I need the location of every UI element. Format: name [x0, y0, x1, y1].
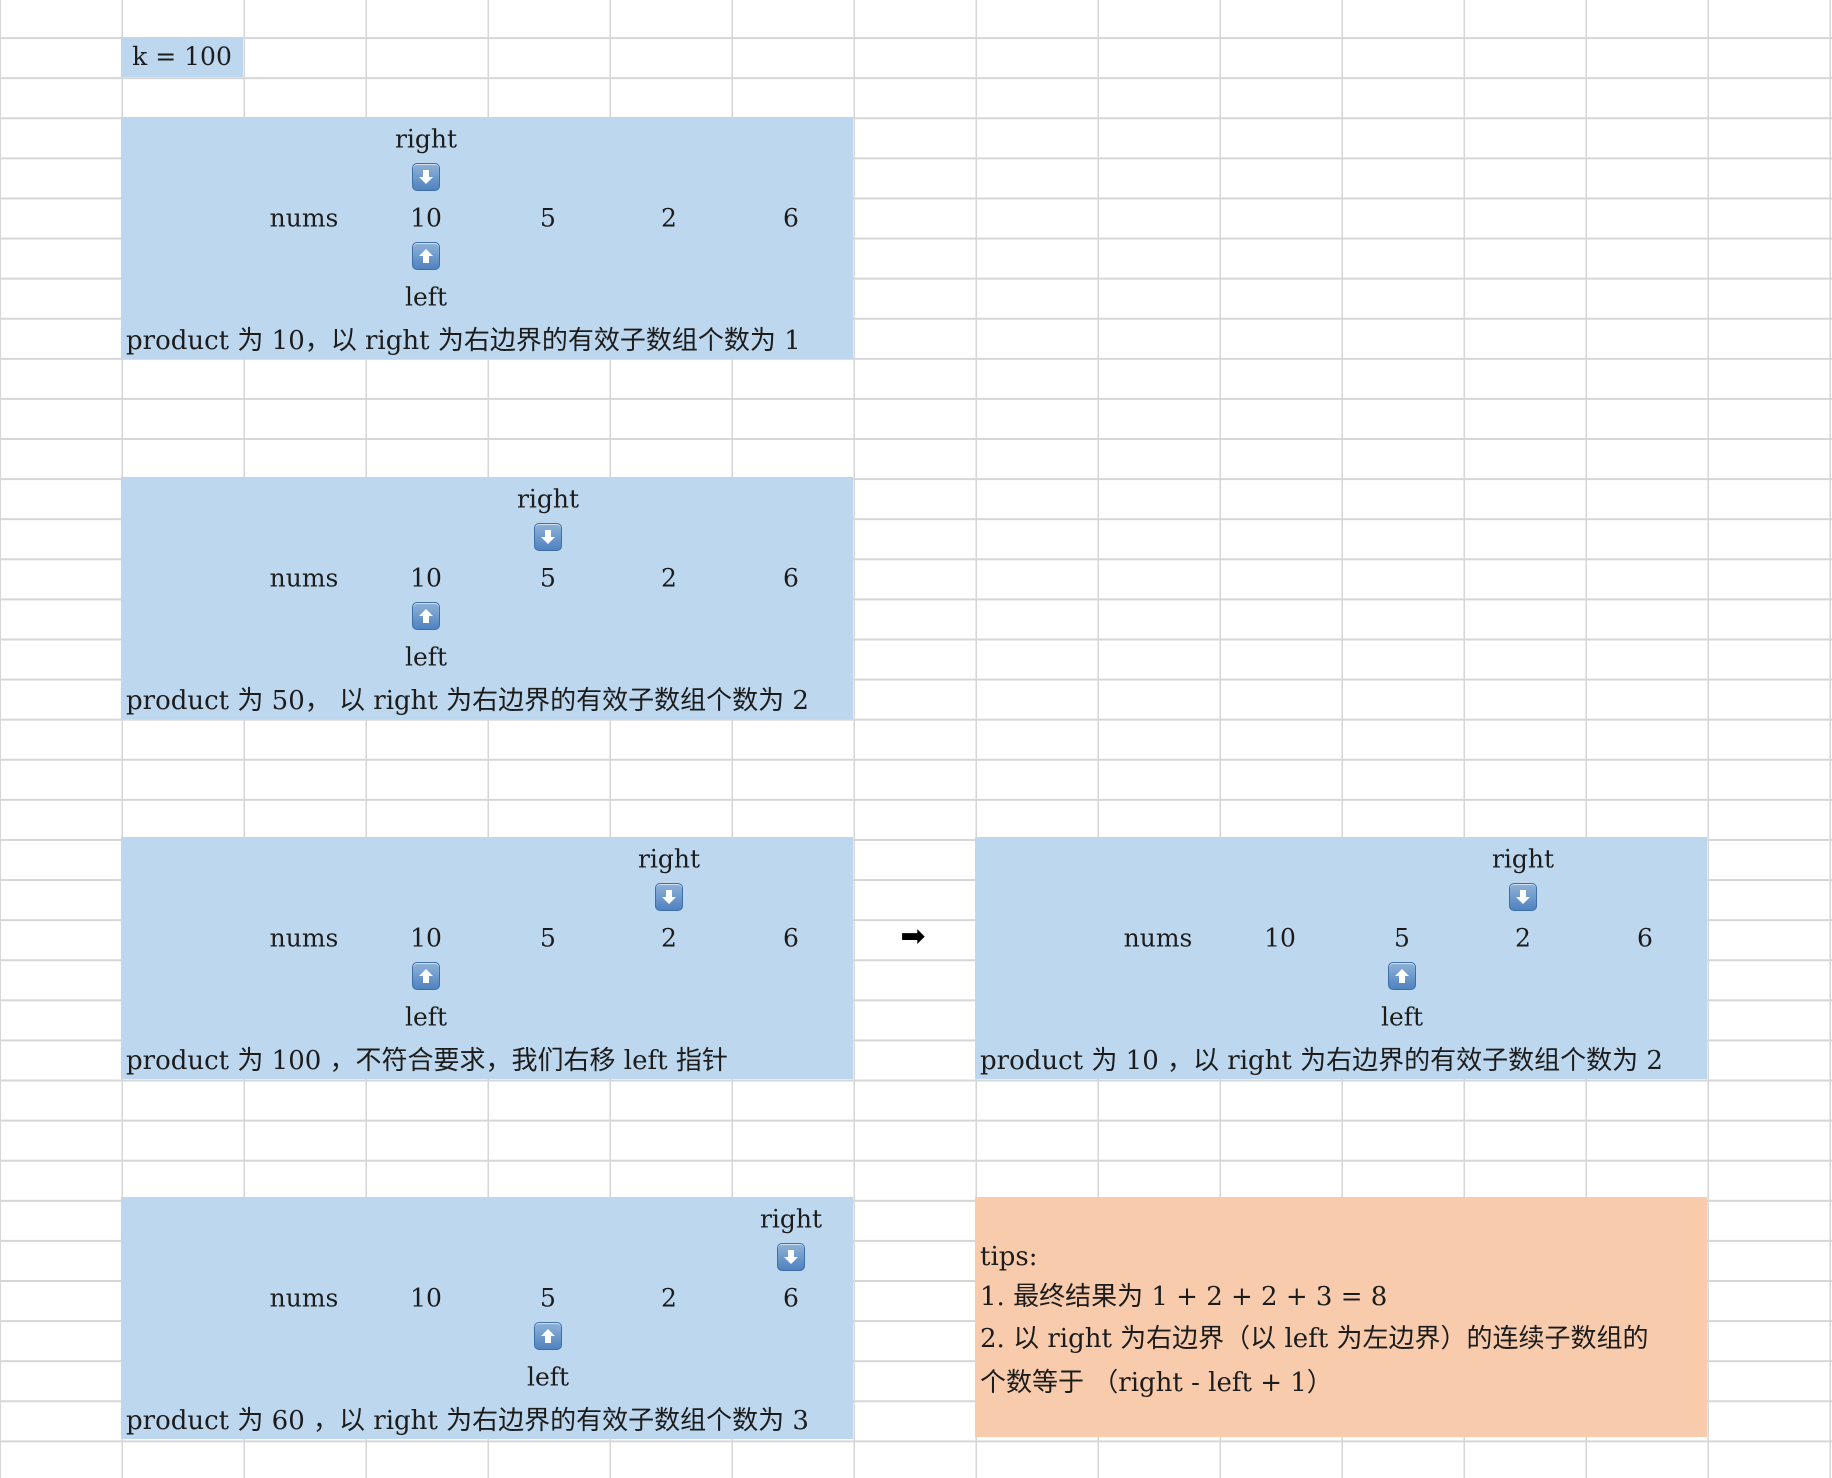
- nums-label: nums: [269, 563, 339, 593]
- nums-value: 5: [540, 1283, 556, 1313]
- down-arrow-icon: [412, 163, 440, 191]
- step-caption: product 为 50， 以 right 为右边界的有效子数组个数为 2: [126, 686, 809, 716]
- nums-value: 5: [540, 923, 556, 953]
- nums-value: 10: [1264, 923, 1296, 953]
- left-pointer-label: left: [526, 1362, 570, 1392]
- tips-line-1: 1. 最终结果为 1 + 2 + 2 + 3 = 8: [980, 1282, 1388, 1312]
- nums-label: nums: [269, 1283, 339, 1313]
- left-pointer-label: left: [404, 282, 448, 312]
- up-arrow-icon: [1388, 962, 1416, 990]
- nums-value: 6: [1637, 923, 1653, 953]
- up-arrow-icon: [412, 242, 440, 270]
- step-block-4[interactable]: right nums 10 5 2 6 left product 为 10 ，以 right …: [975, 837, 1707, 1079]
- step-caption: product 为 10，以 right 为右边界的有效子数组个数为 1: [126, 326, 801, 356]
- left-pointer-label: left: [1380, 1002, 1424, 1032]
- up-arrow-icon: [412, 602, 440, 630]
- nums-value: 10: [410, 1283, 442, 1313]
- right-pointer-label: right: [759, 1204, 823, 1234]
- nums-value: 2: [661, 923, 677, 953]
- nums-value: 10: [410, 203, 442, 233]
- tips-line-2: 2. 以 right 为右边界（以 left 为左边界）的连续子数组的: [980, 1324, 1649, 1354]
- left-pointer-label: left: [404, 1002, 448, 1032]
- up-arrow-icon: [412, 962, 440, 990]
- nums-label: nums: [269, 923, 339, 953]
- down-arrow-icon: [1509, 883, 1537, 911]
- right-pointer-label: right: [637, 844, 701, 874]
- tips-line-3: 个数等于 （right - left + 1）: [980, 1368, 1333, 1398]
- down-arrow-icon: [777, 1243, 805, 1271]
- right-pointer-label: right: [394, 124, 458, 154]
- nums-value: 6: [783, 923, 799, 953]
- tips-block[interactable]: tips: 1. 最终结果为 1 + 2 + 2 + 3 = 8 2. 以 ri…: [975, 1197, 1707, 1437]
- step-caption: product 为 100 ，不符合要求，我们右移 left 指针: [126, 1046, 728, 1076]
- nums-value: 5: [540, 563, 556, 593]
- nums-label: nums: [269, 203, 339, 233]
- nums-value: 2: [661, 1283, 677, 1313]
- nums-value: 6: [783, 1283, 799, 1313]
- right-pointer-label: right: [1491, 844, 1555, 874]
- step-caption: product 为 60 ，以 right 为右边界的有效子数组个数为 3: [126, 1406, 809, 1436]
- nums-value: 6: [783, 203, 799, 233]
- step-caption: product 为 10 ，以 right 为右边界的有效子数组个数为 2: [980, 1046, 1663, 1076]
- nums-value: 6: [783, 563, 799, 593]
- step-block-2[interactable]: right nums 10 5 2 6 left product 为 50， 以 right …: [121, 477, 853, 719]
- k-cell[interactable]: k = 100: [121, 37, 243, 77]
- nums-value: 10: [410, 923, 442, 953]
- step-block-3[interactable]: right nums 10 5 2 6 left product 为 100 ，不符合要求，我…: [121, 837, 853, 1079]
- transition-arrow-icon: ➡: [900, 919, 926, 954]
- tips-title: tips:: [980, 1242, 1038, 1272]
- nums-value: 10: [410, 563, 442, 593]
- right-pointer-label: right: [516, 484, 580, 514]
- nums-value: 2: [1515, 923, 1531, 953]
- nums-value: 2: [661, 563, 677, 593]
- up-arrow-icon: [534, 1322, 562, 1350]
- nums-value: 2: [661, 203, 677, 233]
- step-block-1[interactable]: right nums 10 5 2 6 left product 为 10，以 right 为…: [121, 117, 853, 359]
- down-arrow-icon: [534, 523, 562, 551]
- nums-label: nums: [1123, 923, 1193, 953]
- nums-value: 5: [540, 203, 556, 233]
- down-arrow-icon: [655, 883, 683, 911]
- step-block-5[interactable]: right nums 10 5 2 6 left product 为 60 ，以 right …: [121, 1197, 853, 1439]
- left-pointer-label: left: [404, 642, 448, 672]
- nums-value: 5: [1394, 923, 1410, 953]
